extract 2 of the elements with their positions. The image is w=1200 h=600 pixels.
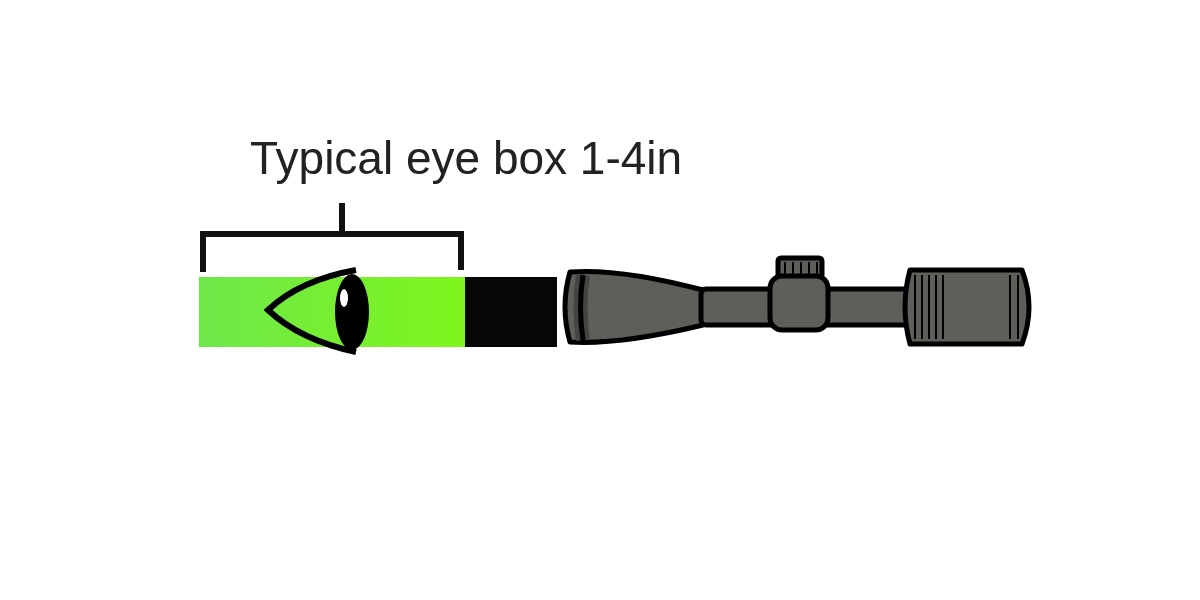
heading: Typical eye box 1-4in: [250, 131, 683, 186]
eye-relief-block: [465, 277, 557, 347]
